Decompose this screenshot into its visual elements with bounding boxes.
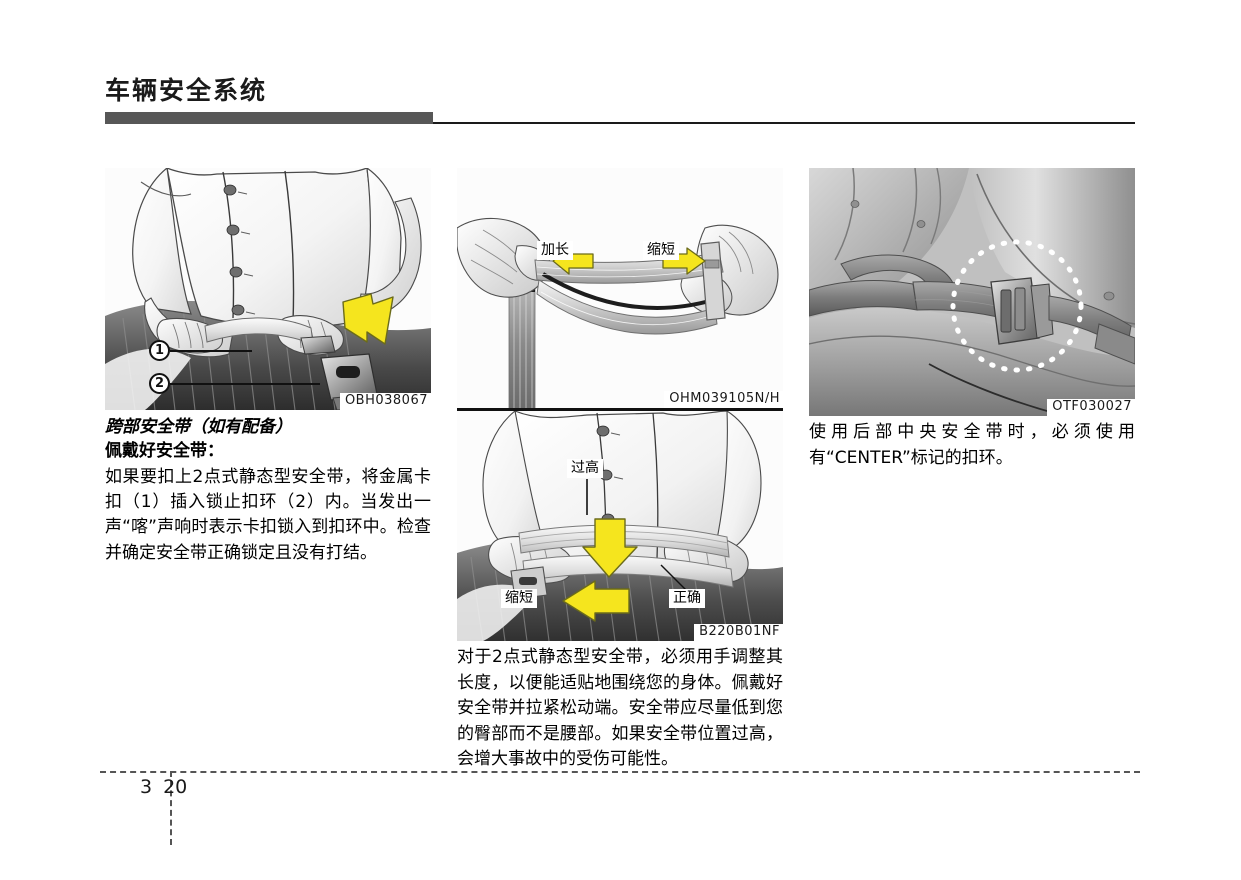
callout-1: 1 <box>149 340 170 361</box>
column-right: OTF030027 使用后部中央安全带时，必须使用有“CENTER”标记的扣环。 <box>809 168 1135 471</box>
figure-divider <box>457 408 783 411</box>
column-left: 1 2 OBH038067 跨部安全带（如有配备） 佩戴好安全带： 如果要扣上2… <box>105 168 431 566</box>
figure-mid-top-illustration <box>457 168 783 408</box>
callout-1-leader <box>170 350 252 352</box>
figure-right-illustration <box>809 168 1135 416</box>
figure-code-mid-top: OHM039105N/H <box>664 391 783 408</box>
caption-right: 使用后部中央安全带时，必须使用有“CENTER”标记的扣环。 <box>809 422 1135 468</box>
label-lengthen: 加长 <box>537 241 573 261</box>
subheading-fasten-belt: 佩戴好安全带： <box>105 441 224 462</box>
folio-page: 20 <box>163 776 188 798</box>
label-shorten-top: 缩短 <box>643 241 679 261</box>
figure-rear-center-buckle: OTF030027 <box>809 168 1135 416</box>
figure-code-left: OBH038067 <box>339 393 431 410</box>
header-rule <box>433 122 1135 124</box>
page-title: 车辆安全系统 <box>105 76 268 105</box>
figure-code-right: OTF030027 <box>1047 399 1135 416</box>
label-too-high: 过高 <box>567 459 603 479</box>
page-header: 车辆安全系统 <box>105 78 1135 128</box>
figure-lap-belt-buckling: 1 2 OBH038067 <box>105 168 431 410</box>
label-correct: 正确 <box>669 589 705 609</box>
folio-chapter: 3 <box>140 776 153 798</box>
body-text-left: 如果要扣上2点式静态型安全带，将金属卡扣（1）插入锁止扣环（2）内。当发出一声“… <box>105 467 431 563</box>
crop-mark-horizontal <box>100 771 1140 773</box>
figure-code-mid-bottom: B220B01NF <box>694 624 783 641</box>
header-accent-bar <box>105 112 433 124</box>
page-folio: 3 20 <box>140 776 187 798</box>
callout-2: 2 <box>149 373 170 394</box>
figure-belt-adjustment: 加长 缩短 OHM039105N/H <box>457 168 783 408</box>
crop-mark-vertical <box>170 771 172 845</box>
caption-middle: 对于2点式静态型安全带，必须用手调整其长度，以便能适贴地围绕您的身体。佩戴好安全… <box>457 647 783 769</box>
callout-2-leader <box>170 383 320 385</box>
figure-belt-position: 过高 缩短 正确 B220B01NF <box>457 411 783 641</box>
label-shorten-bottom: 缩短 <box>501 589 537 609</box>
column-middle: 加长 缩短 OHM039105N/H <box>457 168 783 773</box>
section-heading-lap-belt: 跨部安全带（如有配备） <box>105 417 292 437</box>
